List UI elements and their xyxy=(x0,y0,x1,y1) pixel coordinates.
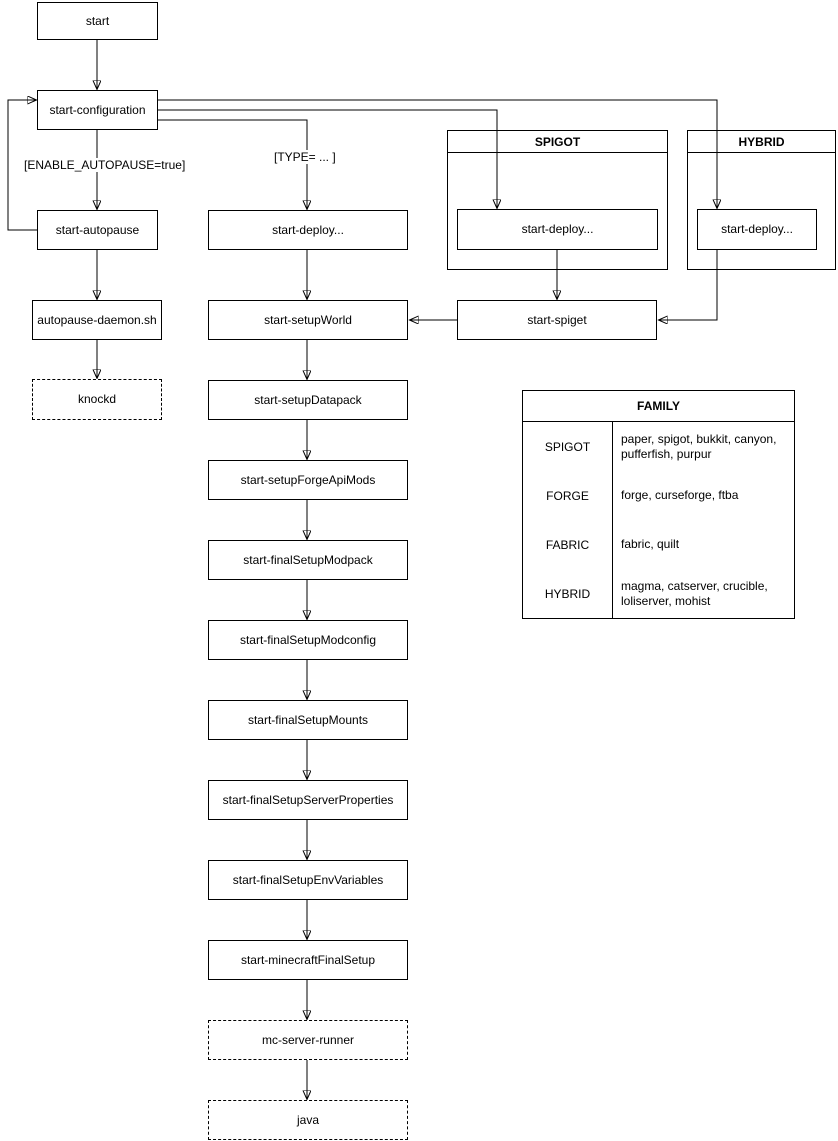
group-hybrid-title: HYBRID xyxy=(688,131,835,153)
family-table: FAMILY SPIGOT paper, spigot, bukkit, can… xyxy=(522,390,795,619)
family-cell: FORGE xyxy=(523,471,613,520)
servers-cell: fabric, quilt xyxy=(621,537,680,551)
node-autopause-daemon-sh: autopause-daemon.sh xyxy=(32,300,162,340)
node-start-finalSetupModpack: start-finalSetupModpack xyxy=(208,540,408,580)
family-cell: HYBRID xyxy=(523,569,613,618)
family-table-row-spigot: SPIGOT paper, spigot, bukkit, canyon, pu… xyxy=(523,422,794,471)
servers-cell: magma, catserver, crucible, loliserver, … xyxy=(621,578,768,608)
node-start-finalSetupServerProperties: start-finalSetupServerProperties xyxy=(208,780,408,820)
node-hybrid-start-deploy: start-deploy... xyxy=(697,209,817,250)
node-start-setupWorld: start-setupWorld xyxy=(208,300,408,340)
node-start-deploy: start-deploy... xyxy=(208,210,408,250)
family-table-row-forge: FORGE forge, curseforge, ftba xyxy=(523,471,794,520)
family-cell: SPIGOT xyxy=(523,422,613,471)
node-start-setupForgeApiMods: start-setupForgeApiMods xyxy=(208,460,408,500)
node-knockd: knockd xyxy=(32,379,162,420)
servers-cell: forge, curseforge, ftba xyxy=(621,488,739,502)
family-table-body: SPIGOT paper, spigot, bukkit, canyon, pu… xyxy=(523,422,794,618)
family-table-row-fabric: FABRIC fabric, quilt xyxy=(523,520,794,569)
family-cell: FABRIC xyxy=(523,520,613,569)
node-start-finalSetupMounts: start-finalSetupMounts xyxy=(208,700,408,740)
edge-label-type: [TYPE= ... ] xyxy=(272,150,338,164)
node-start-configuration: start-configuration xyxy=(37,90,158,130)
node-start-spiget: start-spiget xyxy=(457,300,657,340)
family-table-row-hybrid: HYBRID magma, catserver, crucible, lolis… xyxy=(523,569,794,618)
node-java: java xyxy=(208,1100,408,1140)
node-mc-server-runner: mc-server-runner xyxy=(208,1020,408,1060)
node-start-finalSetupModconfig: start-finalSetupModconfig xyxy=(208,620,408,660)
node-start: start xyxy=(37,2,158,40)
servers-cell: paper, spigot, bukkit, canyon, pufferfis… xyxy=(621,431,777,461)
node-start-autopause: start-autopause xyxy=(37,210,158,250)
node-start-minecraftFinalSetup: start-minecraftFinalSetup xyxy=(208,940,408,980)
family-table-title: FAMILY xyxy=(523,391,794,422)
node-start-setupDatapack: start-setupDatapack xyxy=(208,380,408,420)
group-spigot-title: SPIGOT xyxy=(448,131,667,153)
node-spigot-start-deploy: start-deploy... xyxy=(457,209,658,250)
edge-label-enable-autopause: [ENABLE_AUTOPAUSE=true] xyxy=(22,158,188,172)
node-start-finalSetupEnvVariables: start-finalSetupEnvVariables xyxy=(208,860,408,900)
